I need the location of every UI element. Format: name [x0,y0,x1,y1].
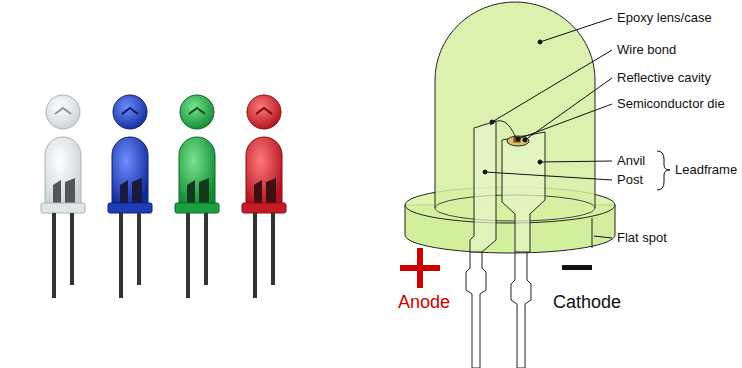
polarity-symbols [400,248,592,288]
part-label: Post [617,172,643,188]
part-label: Leadframe [675,162,737,178]
part-label: Anvil [617,153,645,169]
part-label: Flat spot [617,230,667,246]
part-label: Semiconductor die [617,96,725,112]
part-label: Wire bond [617,42,676,58]
part-label: Reflective cavity [617,70,711,86]
part-label: Epoxy lens/case [617,10,712,26]
led-photo [41,95,286,298]
part-label: Cathode [553,292,621,312]
led-cutaway [405,2,615,368]
part-label: Anode [398,292,450,312]
